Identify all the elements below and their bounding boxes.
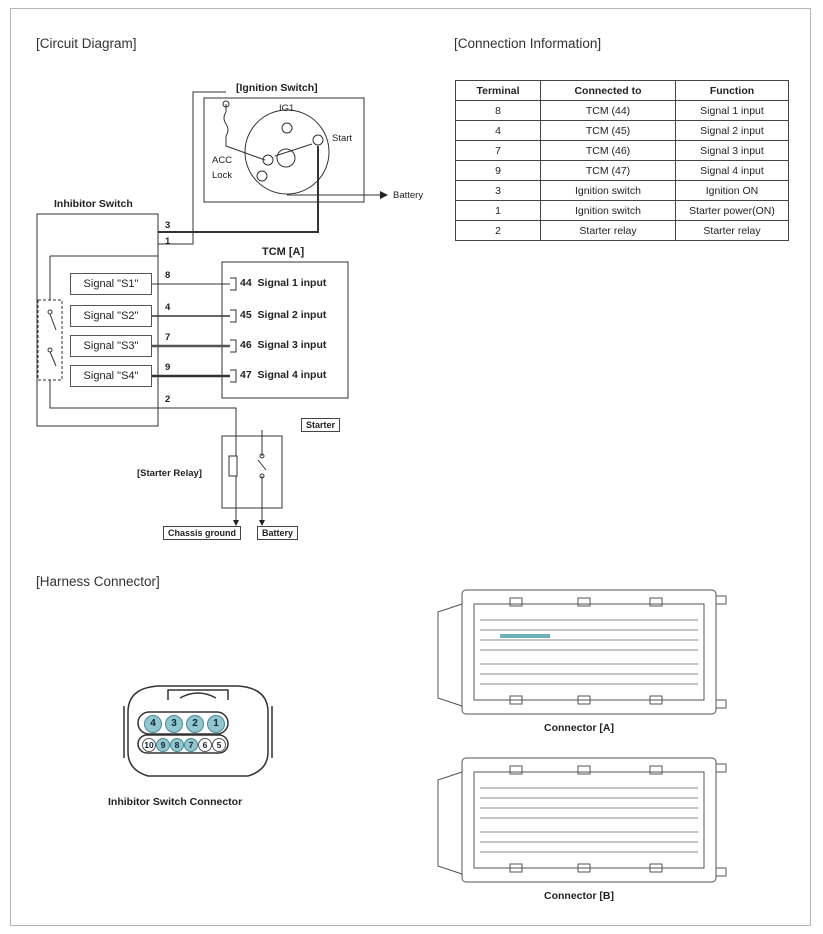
pin-5: 5 — [212, 738, 226, 752]
pin-1: 1 — [207, 715, 225, 733]
ignition-switch-box — [203, 97, 365, 203]
lock-label: Lock — [212, 170, 233, 181]
connector-a-label: Connector [A] — [544, 722, 614, 734]
tcm-row-4: 47 Signal 4 input — [240, 369, 327, 381]
inhibitor-connector-body — [127, 685, 269, 777]
connector-b-label: Connector [B] — [544, 890, 614, 902]
inhibitor-switch-box — [36, 213, 159, 427]
ignition-switch-label: [Ignition Switch] — [236, 82, 318, 94]
terminal-3: 3 — [165, 220, 171, 231]
terminal-2: 2 — [165, 394, 171, 405]
page-frame — [10, 8, 811, 926]
acc-label: ACC — [212, 155, 233, 166]
tcm-box — [221, 261, 349, 399]
pin-9: 9 — [156, 738, 170, 752]
pin-3: 3 — [165, 715, 183, 733]
connector-b-body — [461, 757, 717, 883]
signal-s4-box: Signal "S4" — [70, 365, 152, 387]
starter-relay-label: [Starter Relay] — [137, 468, 202, 479]
ig1-label: IG1 — [279, 103, 295, 114]
battery-arrow-label: Battery — [393, 190, 424, 201]
pin-4: 4 — [144, 715, 162, 733]
battery-box: Battery — [257, 526, 299, 540]
ignition-dial — [244, 109, 330, 195]
inhibitor-connector-label: Inhibitor Switch Connector — [108, 796, 243, 808]
inhibitor-switch-label: Inhibitor Switch — [54, 198, 133, 210]
harness-connector-title: [Harness Connector] — [36, 574, 160, 589]
terminal-7: 7 — [165, 332, 171, 343]
signal-s1-box: Signal "S1" — [70, 273, 152, 295]
starter-relay-box — [221, 435, 283, 509]
connector-a-body — [461, 589, 717, 715]
circuit-diagram-title: [Circuit Diagram] — [36, 36, 137, 51]
tcm-row-1: 44 Signal 1 input — [240, 277, 327, 289]
pin-6: 6 — [198, 738, 212, 752]
pin-2: 2 — [186, 715, 204, 733]
signal-s2-box: Signal "S2" — [70, 305, 152, 327]
pin-8: 8 — [170, 738, 184, 752]
terminal-1: 1 — [165, 236, 171, 247]
pin-7: 7 — [184, 738, 198, 752]
tcm-label: TCM [A] — [262, 246, 305, 258]
pin-10: 10 — [142, 738, 156, 752]
start-label: Start — [332, 133, 353, 144]
signal-s3-box: Signal "S3" — [70, 335, 152, 357]
terminal-9: 9 — [165, 362, 171, 373]
tcm-row-3: 46 Signal 3 input — [240, 339, 327, 351]
connection-information-title: [Connection Information] — [454, 36, 602, 51]
tcm-row-2: 45 Signal 2 input — [240, 309, 327, 321]
chassis-ground-box: Chassis ground — [163, 526, 242, 540]
table-header-row: Terminal Connected to Function — [455, 80, 789, 101]
battery-arrow-head — [380, 191, 388, 199]
starter-tag: Starter — [301, 418, 341, 432]
terminal-4: 4 — [165, 302, 171, 313]
terminal-8: 8 — [165, 270, 171, 281]
